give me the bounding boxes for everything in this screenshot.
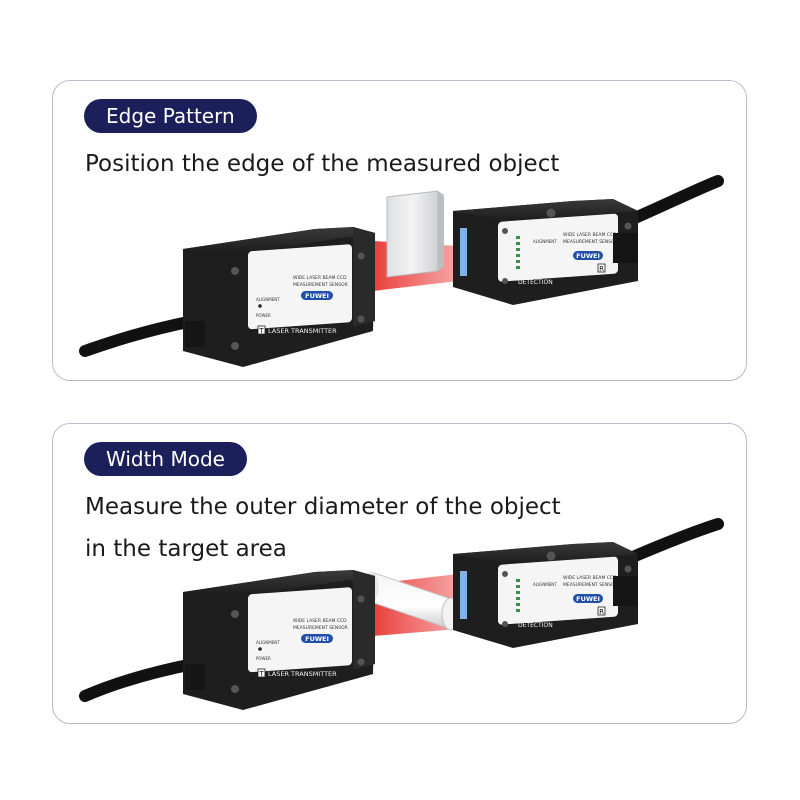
receiver-label-line: ALIGNMENT [533,239,557,244]
transmitter-role-letter: T [258,670,264,678]
transmitter-label-line: MEASUREMENT SENSOR [293,625,348,631]
receiver-role-label: DETECTION [518,622,553,629]
transmitter-cable [79,315,199,357]
laser-receiver: ALIGNMENT WIDE LASER BEAM CCD MEASUREMEN… [453,542,638,648]
transmitter-label-line: POWER [256,313,271,318]
width-mode-badge: Width Mode [84,442,247,476]
width-mode-panel: Width Mode Measure the outer diameter of… [52,423,747,724]
laser-receiver: ALIGNMENT WIDE LASER BEAM CCD MEASUREMEN… [453,199,638,305]
brand-logo: FUWEI [305,292,329,300]
receiver-role-label: DETECTION [518,279,553,286]
width-mode-description: Measure the outer diameter of the object… [85,486,561,570]
transmitter-role-label: LASER TRANSMITTER [268,327,337,335]
receiver-label-line: WIDE LASER BEAM CCD [563,232,617,238]
transmitter-role-label: LASER TRANSMITTER [268,670,337,678]
transmitter-cable [79,658,199,702]
width-mode-illustration: WIDE LASER BEAM CCD MEASUREMENT SENSOR A… [79,518,724,710]
transmitter-label-line: WIDE LASER BEAM CCD [293,275,347,281]
transmitter-label-line: MEASUREMENT SENSOR [293,282,348,288]
receiver-cable [622,175,724,227]
transmitter-label-line: POWER [256,656,271,661]
receiver-label-line: MEASUREMENT SENSOR [563,582,618,588]
laser-transmitter: WIDE LASER BEAM CCD MEASUREMENT SENSOR A… [183,570,375,710]
receiver-label-line: MEASUREMENT SENSOR [563,239,618,245]
edge-pattern-panel: Edge Pattern Position the edge of the me… [52,80,747,381]
receiver-role-letter: R [599,265,604,273]
transmitter-role-letter: T [258,327,264,335]
measured-object-plate [386,190,444,278]
edge-pattern-description: Position the edge of the measured object [85,143,559,185]
edge-pattern-badge: Edge Pattern [84,99,257,133]
brand-logo: FUWEI [576,595,600,603]
description-line: Position the edge of the measured object [85,151,560,177]
receiver-led-strip [516,579,520,612]
receiver-cable [622,518,724,565]
description-line: in the target area [85,536,287,562]
edge-pattern-illustration: WIDE LASER BEAM CCD MEASUREMENT SENSOR A… [79,175,724,367]
transmitter-label-line: WIDE LASER BEAM CCD [293,618,347,624]
brand-logo: FUWEI [305,635,329,643]
receiver-role-letter: R [599,608,604,616]
brand-logo: FUWEI [576,252,600,260]
laser-transmitter: WIDE LASER BEAM CCD MEASUREMENT SENSOR A… [183,227,375,367]
receiver-label-line: ALIGNMENT [533,582,557,587]
description-line: Measure the outer diameter of the object [85,494,561,520]
transmitter-label-line: ALIGNMENT [256,640,280,645]
receiver-label-line: WIDE LASER BEAM CCD [563,575,617,581]
transmitter-label-line: ALIGNMENT [256,297,280,302]
receiver-led-strip [516,236,520,269]
